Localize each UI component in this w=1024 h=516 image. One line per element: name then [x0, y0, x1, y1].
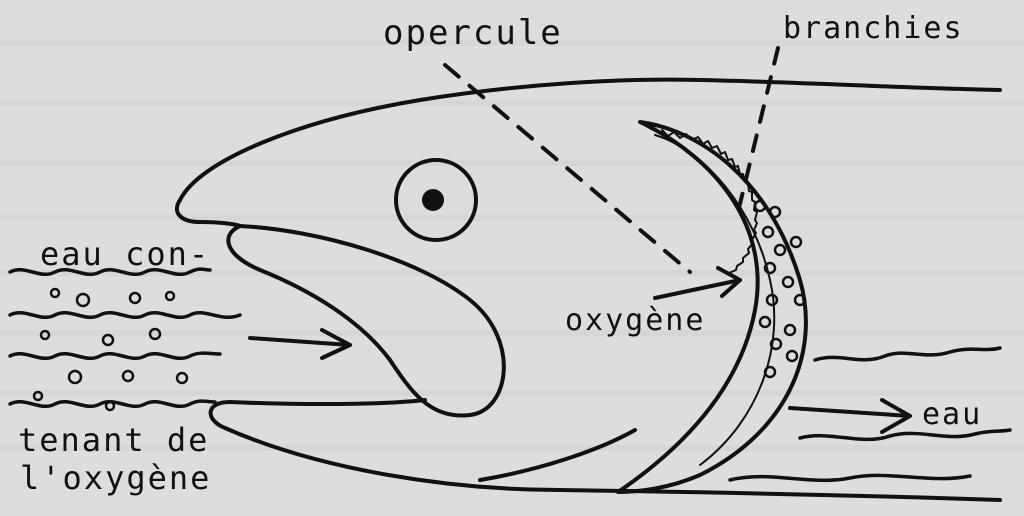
- fish-mouth-inner: [228, 226, 504, 416]
- oxygenated-water-label-line2: tenant de: [18, 424, 209, 456]
- incoming-water-bubbles: [34, 289, 187, 410]
- fish-pupil: [424, 191, 442, 209]
- operculum-pointer: [445, 65, 690, 272]
- gills-pointer: [738, 48, 778, 212]
- outgoing-water-label: eau: [922, 400, 982, 430]
- fish-upper-jaw: [177, 200, 240, 226]
- oxygenated-water-label-line1: eau con-: [40, 238, 210, 270]
- oxygen-label: oxygène: [565, 306, 705, 336]
- gills-label: branchies: [783, 14, 964, 44]
- water-inflow-arrow: [250, 330, 350, 358]
- oxygenated-water-label-line3: l'oxygène: [20, 462, 211, 494]
- fish-throat-curve: [480, 430, 635, 480]
- oxygen-arrow: [655, 268, 740, 298]
- operculum-label: opercule: [383, 16, 563, 50]
- water-outflow-arrow: [790, 400, 910, 432]
- fish-back-outline: [180, 80, 1000, 200]
